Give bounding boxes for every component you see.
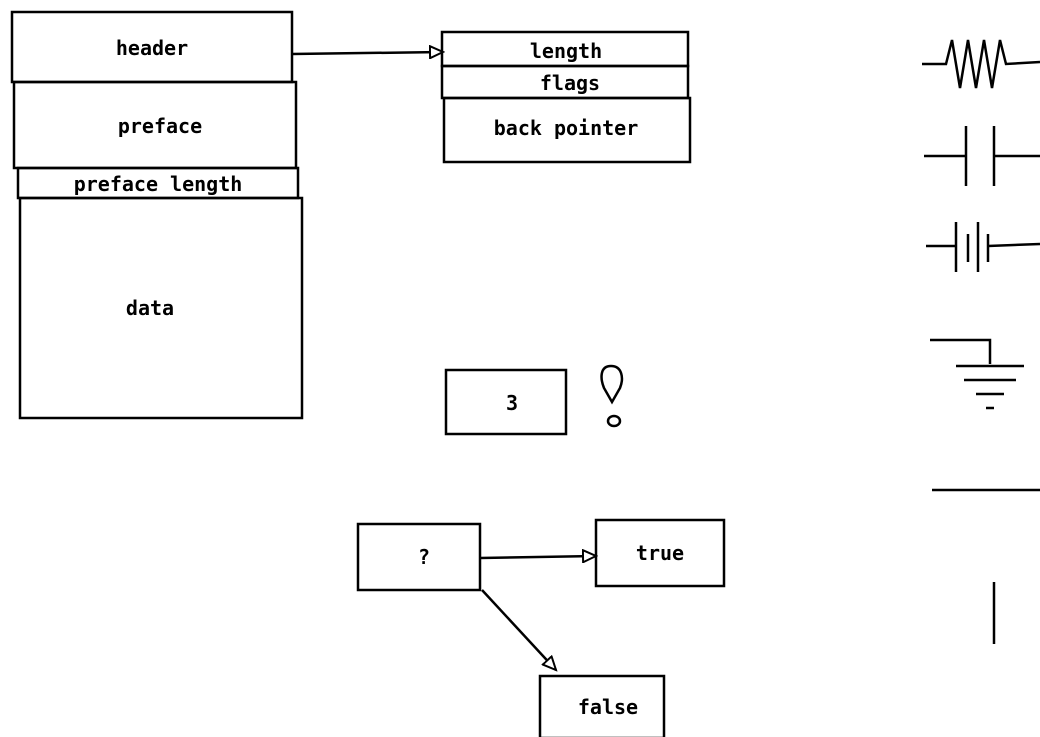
true-box — [594, 518, 726, 588]
true-arrow — [479, 556, 596, 558]
preface-length-label: preface length — [74, 172, 243, 196]
false-arrow — [481, 589, 556, 670]
length-label: length — [530, 39, 602, 63]
header-detail: length flags back pointer — [440, 30, 692, 164]
false-label: false — [578, 695, 638, 719]
ground-icon — [930, 338, 1024, 410]
preface-label: preface — [118, 114, 202, 138]
back-pointer-box — [442, 96, 692, 164]
record-structure: header preface preface length data — [10, 10, 304, 420]
count-value: 3 — [506, 391, 518, 415]
battery-icon — [926, 222, 1040, 272]
data-box — [18, 196, 304, 420]
back-pointer-label: back pointer — [494, 116, 639, 140]
count-box — [444, 368, 568, 436]
header-label: header — [116, 36, 188, 60]
header-arrow — [291, 52, 443, 54]
flags-label: flags — [540, 71, 600, 95]
capacitor-icon — [924, 126, 1040, 186]
data-label: data — [126, 296, 174, 320]
resistor-icon — [922, 39, 1040, 89]
true-label: true — [636, 541, 684, 565]
exclamation-icon — [600, 364, 624, 428]
question-label: ? — [418, 545, 430, 569]
false-box — [538, 674, 666, 737]
